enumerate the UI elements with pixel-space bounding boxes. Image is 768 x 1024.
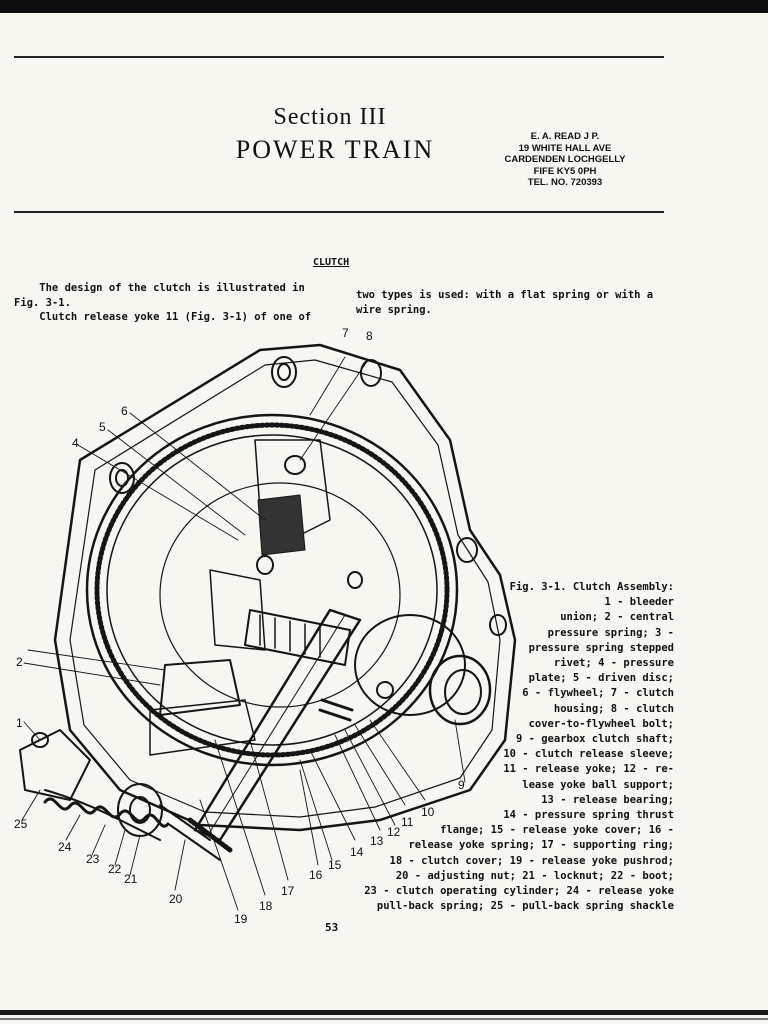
figure-caption: Fig. 3-1. Clutch Assembly: 1 - bleeder u… [364,581,674,913]
section-label: Section III [273,104,387,130]
callout-13: 13 [370,834,384,848]
callout-10: 10 [421,805,435,819]
callout-6: 6 [121,404,128,418]
callout-12: 12 [387,825,401,839]
callout-23: 23 [86,852,100,866]
header-rule-bottom [14,211,664,213]
stamp-line: 19 WHITE HALL AVE [518,142,612,154]
callout-20: 20 [169,892,183,906]
callout-24: 24 [58,840,72,854]
scan-top-edge [0,0,768,13]
callout-11: 11 [401,815,414,829]
intro-left-column: The design of the clutch is illustrated … [14,282,312,323]
callout-17: 17 [281,884,295,898]
callout-5: 5 [99,420,106,434]
callout-18: 18 [259,899,273,913]
callout-15: 15 [328,858,342,872]
scan-bottom-edge [0,1010,768,1015]
callout-22: 22 [108,862,122,876]
callout-25: 25 [14,817,28,831]
clutch-assembly-illustration [19,343,517,911]
intro-right-column: two types is used: with a flat spring or… [356,289,654,316]
scan-bottom-line [0,1018,768,1020]
callout-2: 2 [16,655,23,669]
stamp-line: E. A. READ J P. [530,131,600,142]
callout-19: 19 [234,912,248,926]
page-number: 53 [325,921,339,934]
callout-14: 14 [350,845,364,859]
stamp-line: CARDENDEN LOCHGELLY [504,154,626,165]
clutch-heading: CLUTCH [313,257,350,268]
callout-16: 16 [309,868,323,882]
callout-8: 8 [366,329,373,343]
callout-4: 4 [72,436,79,450]
stamp-line: FIFE KY5 0PH [533,165,597,177]
callout-21: 21 [124,872,138,886]
section-title: POWER TRAIN [235,135,435,164]
stamp-line: TEL. NO. 720393 [527,177,603,188]
header-rule-top [14,56,664,58]
callout-9: 9 [458,778,465,792]
callout-1: 1 [16,716,23,730]
callout-7: 7 [342,326,349,340]
owner-stamp: E. A. READ J P. 19 WHITE HALL AVE CARDEN… [490,131,640,189]
